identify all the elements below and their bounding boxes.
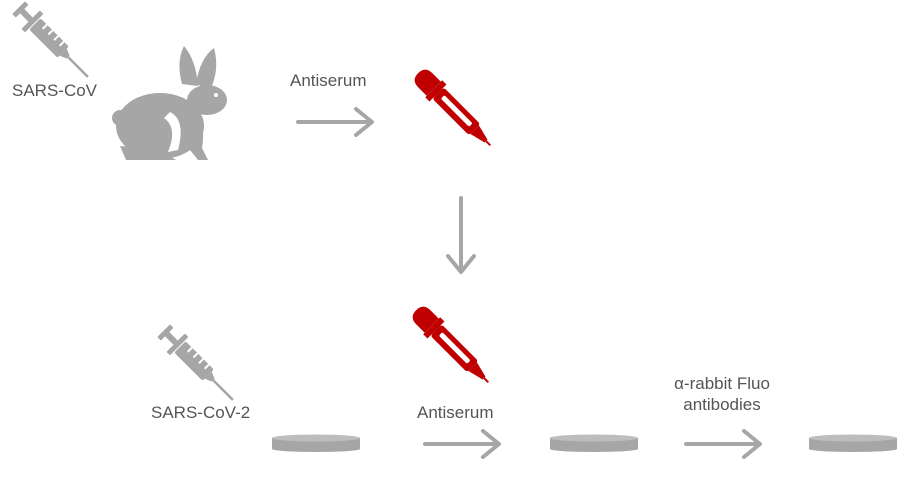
- petri-dish-icon: [550, 434, 638, 452]
- antiserum-label-bottom: Antiserum: [417, 403, 494, 422]
- sars-cov-2-label: SARS-CoV-2: [151, 403, 251, 422]
- fluo-antibodies-label: α-rabbit Fluo antibodies: [652, 373, 792, 415]
- dropper-icon: [408, 63, 500, 155]
- petri-dish-icon: [272, 434, 360, 452]
- fluo-antibodies-line2: antibodies: [683, 395, 761, 414]
- arrow-icon: [684, 429, 762, 459]
- dropper-icon: [406, 300, 498, 392]
- fluo-antibodies-line1: α-rabbit Fluo: [674, 374, 770, 393]
- sars-cov-label: SARS-CoV: [12, 81, 98, 100]
- arrow-icon: [446, 196, 476, 274]
- syringe-icon: [8, 0, 99, 88]
- arrow-icon: [296, 107, 374, 137]
- antiserum-label-top: Antiserum: [290, 71, 367, 90]
- rabbit-icon: [112, 46, 227, 160]
- petri-dish-icon: [809, 434, 897, 452]
- arrow-icon: [423, 429, 501, 459]
- syringe-icon: [153, 320, 244, 411]
